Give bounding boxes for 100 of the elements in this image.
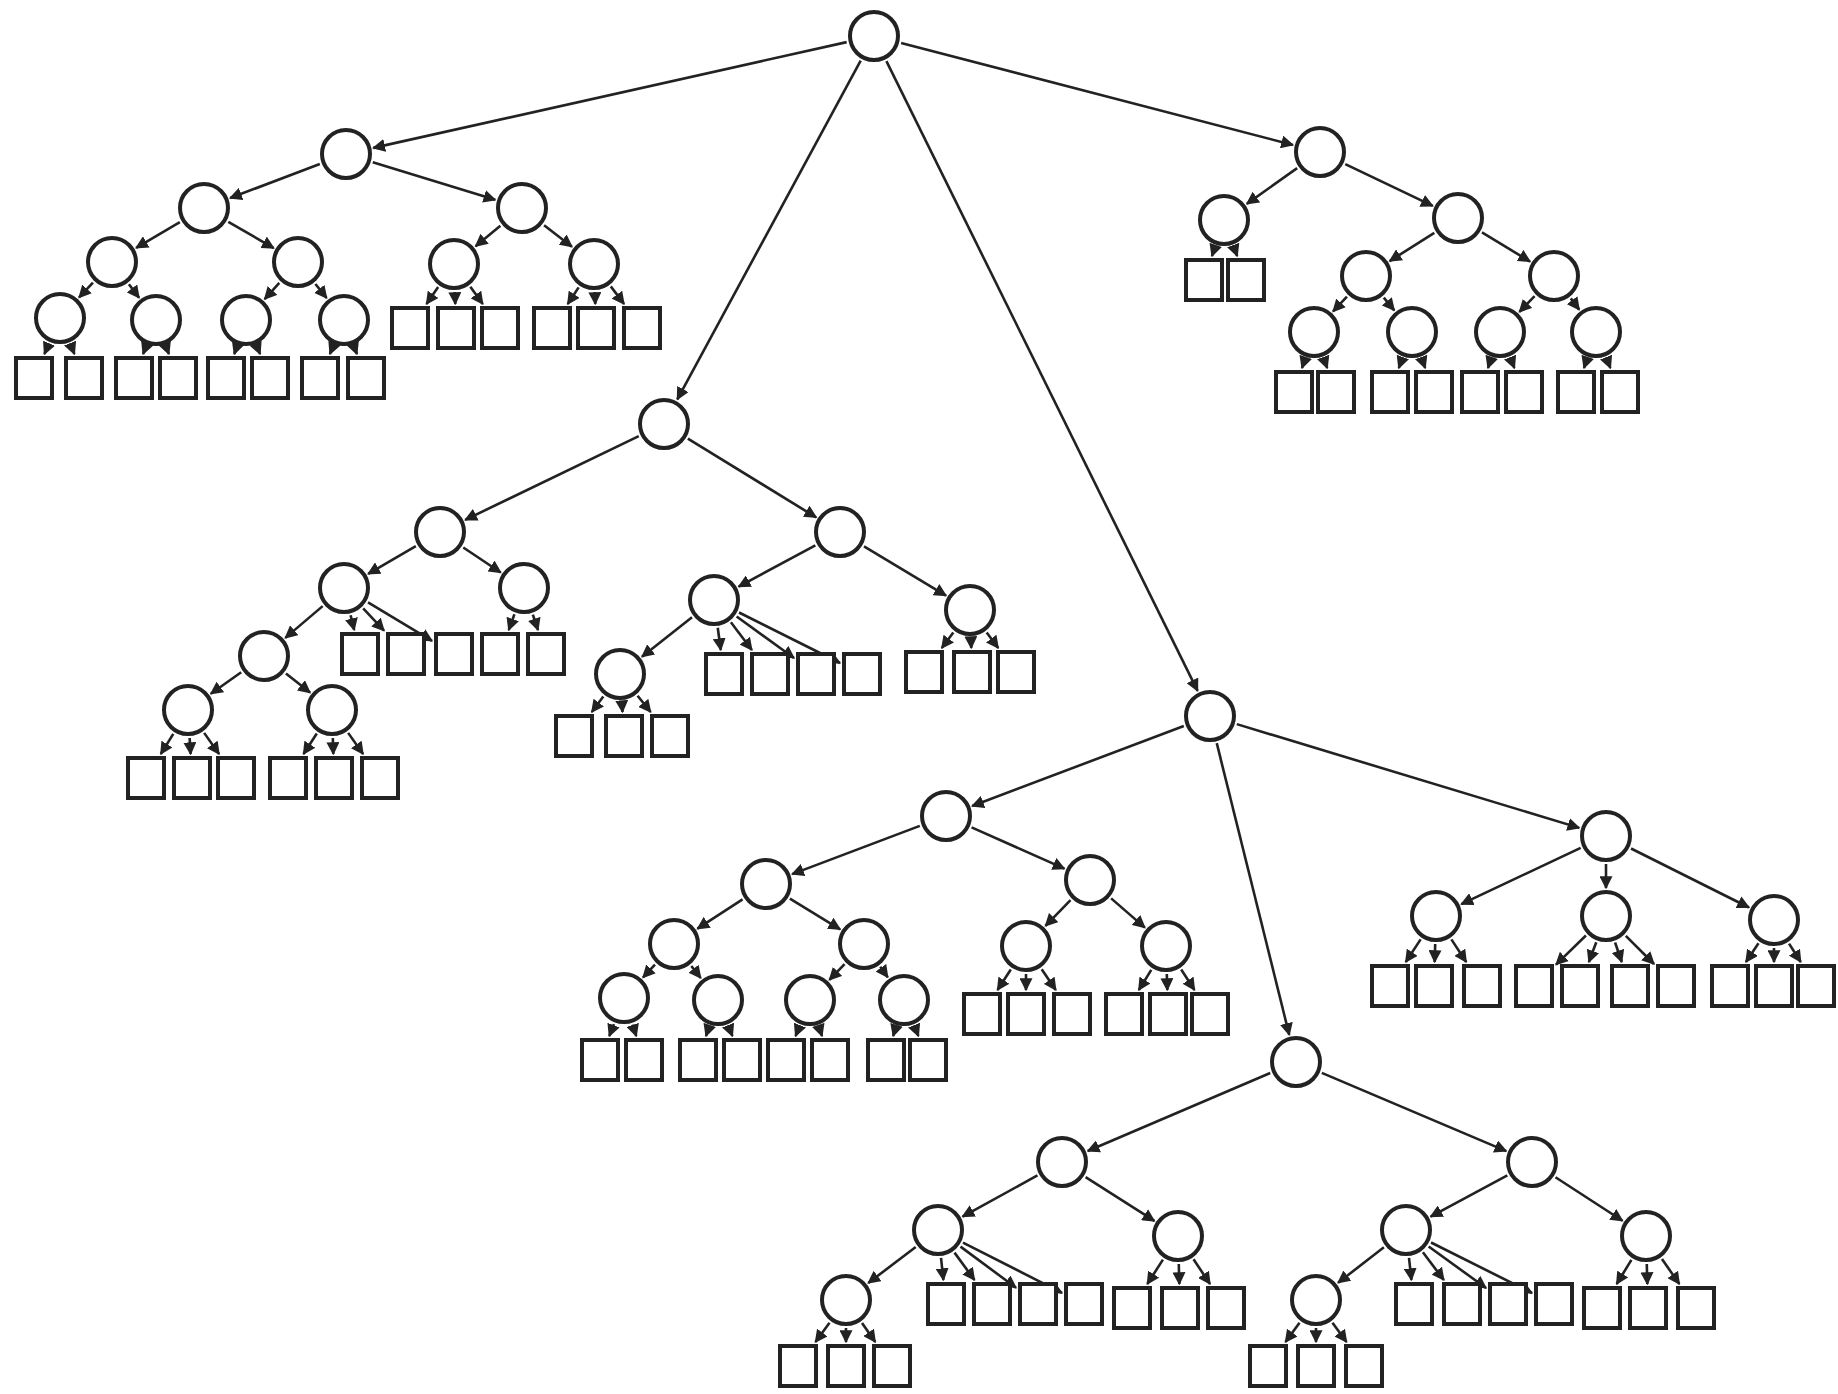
- box-node: [554, 714, 594, 758]
- box-node: [1442, 1282, 1482, 1326]
- box-node: [346, 356, 386, 400]
- box-node: [1370, 370, 1410, 414]
- arrow: [1180, 968, 1196, 992]
- arrow: [362, 607, 385, 632]
- arrow: [1236, 722, 1581, 831]
- arrow: [791, 824, 921, 877]
- arrow: [1640, 1263, 1654, 1286]
- arrow: [964, 636, 978, 650]
- box-node: [532, 306, 572, 350]
- box-node: [526, 632, 566, 676]
- box-node: [1018, 1282, 1058, 1326]
- box-node: [1514, 964, 1554, 1008]
- box-node: [904, 650, 944, 694]
- box-node: [1274, 370, 1314, 414]
- arrow: [1767, 948, 1781, 964]
- arrow: [469, 285, 484, 306]
- box-node: [1504, 370, 1544, 414]
- arrow: [962, 1241, 1064, 1294]
- arrow: [1415, 354, 1428, 370]
- box-node: [972, 1282, 1012, 1326]
- box-node: [436, 306, 476, 350]
- arrow: [372, 160, 497, 203]
- box-node: [908, 1038, 948, 1082]
- arrow: [1624, 934, 1655, 965]
- arrow: [372, 40, 847, 152]
- arrow: [1146, 1258, 1165, 1286]
- box-node: [1488, 1282, 1528, 1326]
- arrow: [626, 1022, 639, 1038]
- arrow: [1331, 1321, 1348, 1344]
- arrow: [1611, 942, 1625, 964]
- box-node: [952, 650, 992, 694]
- arrow: [425, 286, 440, 306]
- box-node: [390, 306, 430, 350]
- arrow: [867, 1245, 917, 1285]
- arrow: [793, 1022, 806, 1038]
- arrow: [64, 340, 77, 356]
- arrow: [1137, 969, 1153, 992]
- arrow: [1518, 295, 1536, 313]
- arrow: [636, 695, 652, 713]
- arrow: [209, 671, 242, 695]
- box-node: [1370, 964, 1410, 1008]
- arrow: [506, 613, 519, 632]
- box-node: [866, 1038, 906, 1082]
- arrow: [1504, 354, 1517, 370]
- arrow: [566, 286, 580, 306]
- box-node: [126, 756, 166, 800]
- arrow: [1428, 943, 1442, 964]
- arrow: [738, 611, 842, 665]
- box-node: [1414, 370, 1454, 414]
- box-node: [1248, 1344, 1288, 1388]
- box-node: [268, 756, 308, 800]
- arrow: [1787, 942, 1802, 964]
- arrow: [1450, 938, 1468, 964]
- arrow: [1421, 1251, 1445, 1282]
- box-node: [480, 306, 520, 350]
- arrow: [814, 1321, 831, 1344]
- box-node: [604, 714, 644, 758]
- box-node: [650, 714, 690, 758]
- arrow: [464, 435, 640, 521]
- box-node: [1184, 258, 1224, 302]
- box-node: [1190, 992, 1230, 1036]
- arrow: [228, 162, 321, 200]
- arrow: [1019, 974, 1033, 992]
- arrow: [345, 614, 358, 632]
- arrow: [347, 732, 365, 756]
- arrow: [812, 1022, 825, 1038]
- box-node: [1296, 1344, 1336, 1388]
- arrow: [203, 732, 221, 756]
- box-node: [1534, 1282, 1574, 1326]
- box-node: [250, 356, 290, 400]
- box-node: [1104, 992, 1144, 1036]
- arrow: [1429, 1174, 1508, 1218]
- box-node: [580, 1038, 620, 1082]
- box-node: [1316, 370, 1356, 414]
- arrow: [1403, 1257, 1417, 1282]
- box-node: [810, 1038, 850, 1082]
- arrow: [1404, 938, 1422, 964]
- arrow: [1332, 295, 1348, 313]
- box-node: [622, 306, 662, 350]
- arrow: [462, 546, 502, 574]
- arrow: [1084, 1175, 1156, 1223]
- box-node: [172, 756, 212, 800]
- arrow: [1160, 973, 1174, 992]
- arrow: [900, 41, 1295, 149]
- box-node: [386, 632, 426, 676]
- box-node: [722, 1038, 762, 1082]
- arrow: [908, 1022, 921, 1038]
- arrow: [1555, 934, 1587, 966]
- box-node: [750, 652, 790, 696]
- arrow: [1344, 162, 1434, 208]
- arrow: [1396, 354, 1409, 370]
- arrow: [1430, 1241, 1534, 1295]
- box-node: [926, 1282, 966, 1326]
- arrow: [528, 614, 541, 632]
- arrow: [367, 601, 434, 642]
- box-node: [1656, 964, 1696, 1008]
- arrow: [1227, 242, 1240, 258]
- box-node: [1206, 1286, 1246, 1330]
